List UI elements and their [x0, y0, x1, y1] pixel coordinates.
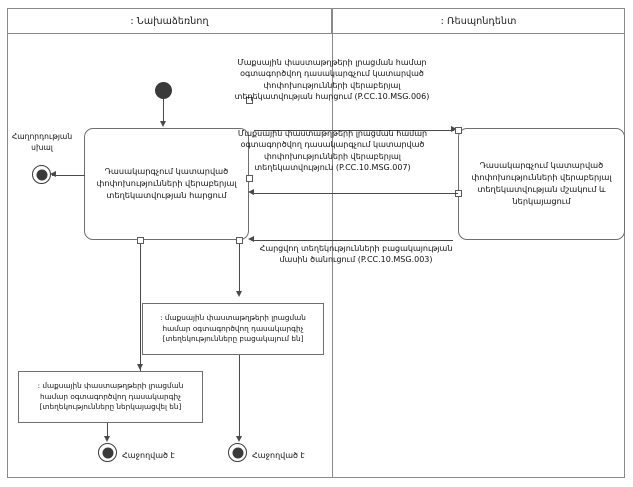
- arrowhead-note-absent-to-final: [236, 436, 242, 442]
- activity-request-information[interactable]: Դասակարգչում կատարված փոփոխությունների վ…: [84, 128, 249, 240]
- label-transmission-error: Հաղորդության սխալ: [11, 132, 73, 152]
- final-node-error: [32, 165, 51, 184]
- swimlane-header-respondent: : Ռեսպոնդենտ: [332, 8, 625, 34]
- flow-request-to-error: [52, 175, 85, 176]
- arrowhead-start-to-request: [160, 121, 166, 127]
- message-label-003: Հարցվող տեղեկությունների բացակայության մ…: [258, 243, 454, 266]
- signal-pin-request-bottom-left: [137, 237, 144, 244]
- arrowhead-request-to-process: [451, 126, 457, 132]
- flow-process-to-request-003: [253, 240, 453, 241]
- flow-note-present-to-final: [107, 423, 108, 438]
- initial-node: [155, 82, 172, 99]
- message-label-007: Մաքսային փաստաթղթերի լրացման համար օգտագ…: [230, 128, 435, 173]
- swimlane-header-initiator: : Նախաձեռնող: [7, 8, 332, 34]
- signal-pin-request-top: [246, 97, 253, 104]
- flow-to-note-absent: [239, 244, 240, 292]
- message-text-006: Մաքսային փաստաթղթերի լրացման համար օգտագ…: [234, 58, 430, 102]
- message-text-003: Հարցվող տեղեկությունների բացակայության մ…: [259, 244, 453, 265]
- note-absent-text: : մաքսային փաստաթղթերի լրացման համար օգտ…: [160, 312, 306, 344]
- swimlane-divider: [332, 34, 333, 478]
- note-classifier-absent: : մաքսային փաստաթղթերի լրացման համար օգտ…: [142, 303, 324, 355]
- arrowhead-request-to-error: [50, 171, 56, 177]
- swimlane-label-initiator: : Նախաձեռնող: [130, 15, 209, 27]
- final-node-left: [98, 443, 117, 462]
- label-final-center: Հաջողված է: [252, 451, 305, 460]
- flow-note-absent-to-final: [239, 355, 240, 437]
- activity-request-label: Դասակարգչում կատարված փոփոխությունների վ…: [96, 166, 237, 200]
- signal-pin-request-send: [246, 175, 253, 182]
- arrowhead-note-present-to-final: [104, 436, 110, 442]
- label-final-left: Հաջողված է: [122, 451, 175, 460]
- arrowhead-process-to-request-007: [248, 189, 254, 195]
- arrowhead-to-note-present: [137, 364, 143, 370]
- message-text-007: Մաքսային փաստաթղթերի լրացման համար օգտագ…: [237, 129, 428, 173]
- note-classifier-present: : մաքսային փաստաթղթերի լրացման համար օգտ…: [18, 371, 203, 423]
- flow-start-to-request: [163, 99, 164, 122]
- activity-process-label: Դասակարգչում կատարված փոփոխությունների վ…: [471, 160, 612, 206]
- activity-process-information[interactable]: Դասակարգչում կատարված փոփոխությունների վ…: [458, 128, 625, 240]
- note-present-text: : մաքսային փաստաթղթերի լրացման համար օգտ…: [37, 380, 184, 412]
- final-node-center: [228, 443, 247, 462]
- arrowhead-to-note-absent: [236, 291, 242, 297]
- arrowhead-process-to-request-003: [248, 236, 254, 242]
- signal-pin-request-bottom-right: [236, 237, 243, 244]
- signal-pin-process-receive: [455, 127, 462, 134]
- message-label-006: Մաքսային փաստաթղթերի լրացման համար օգտագ…: [232, 57, 432, 102]
- flow-process-to-request-007: [253, 193, 458, 194]
- swimlane-label-respondent: : Ռեսպոնդենտ: [440, 15, 517, 27]
- flow-request-to-process: [254, 130, 454, 131]
- flow-to-note-present: [140, 244, 141, 372]
